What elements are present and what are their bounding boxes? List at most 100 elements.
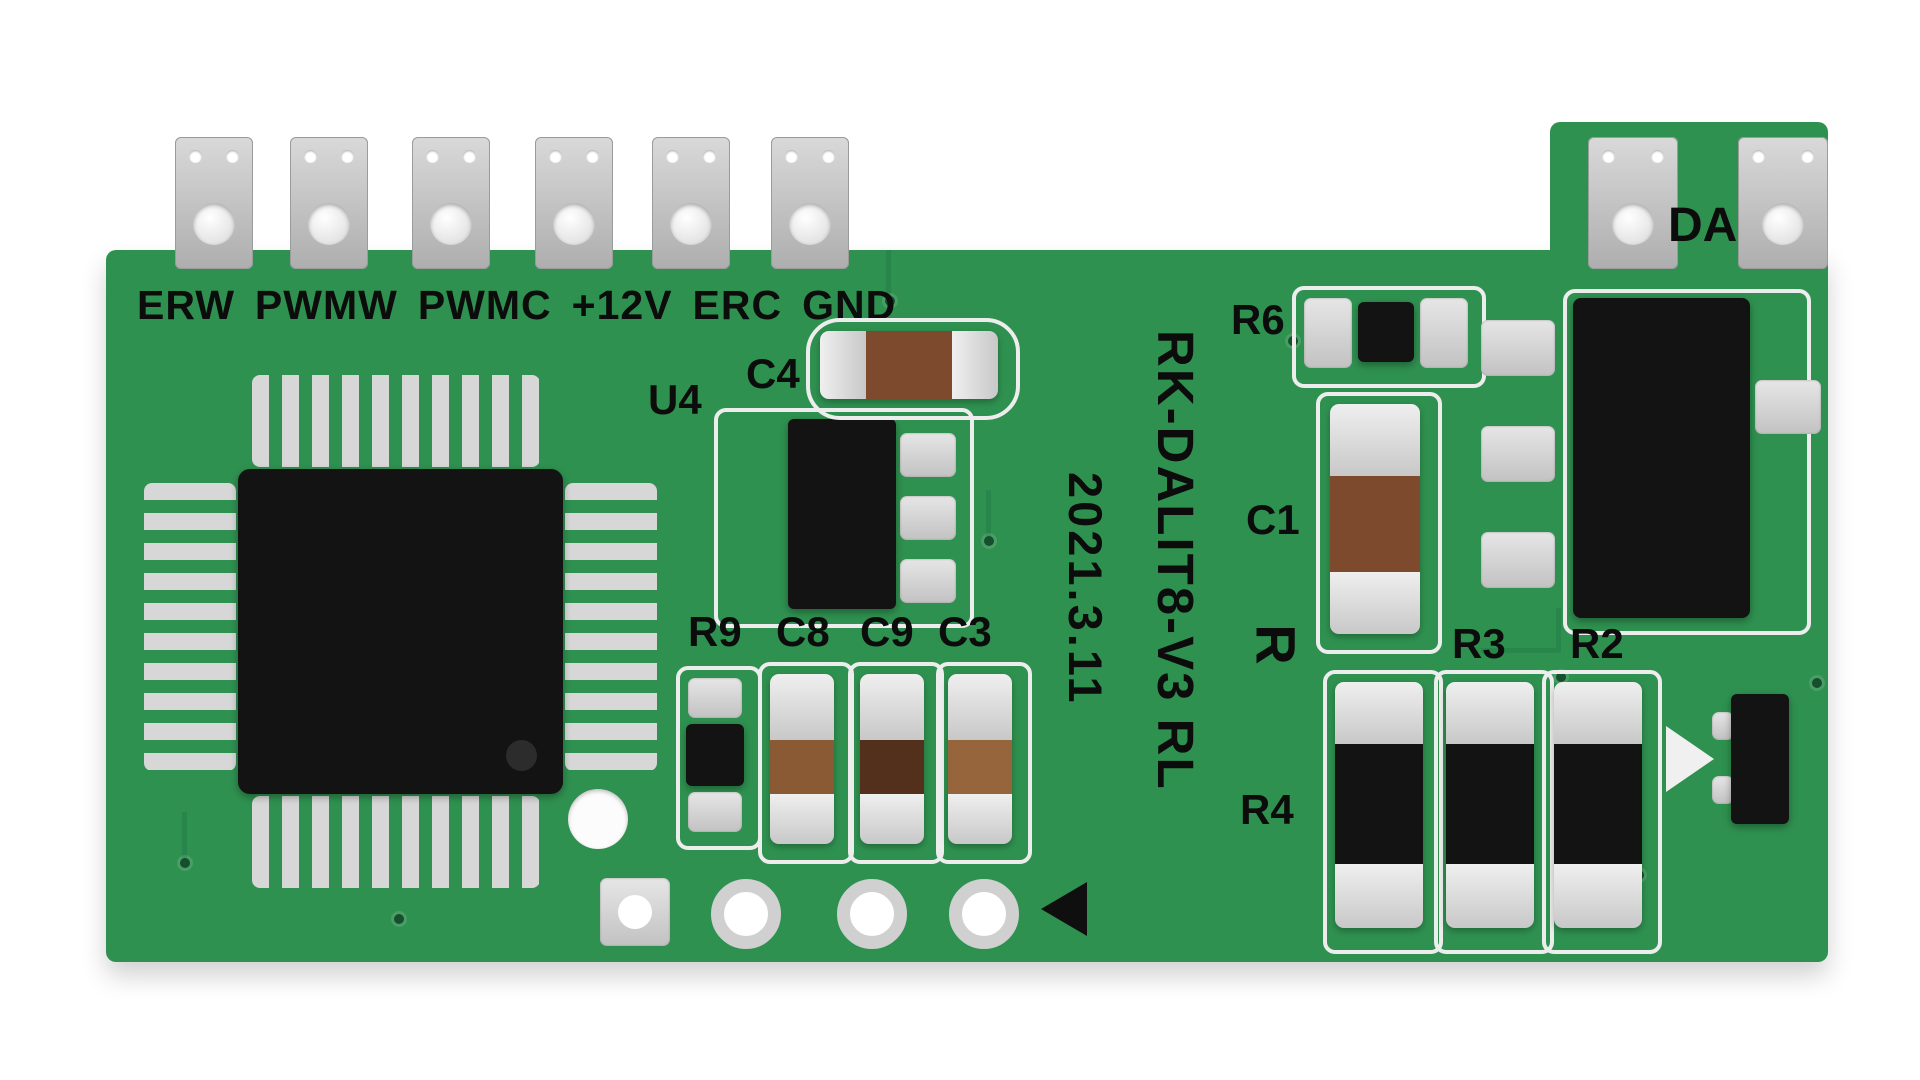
resistor-body xyxy=(1446,744,1534,864)
connector-hole xyxy=(1612,203,1654,245)
capacitor-terminal xyxy=(1330,404,1420,476)
connector-tab-da-right xyxy=(1738,137,1828,269)
small-component-body xyxy=(1731,694,1789,824)
label-u4: U4 xyxy=(648,376,702,423)
label-c1: C1 xyxy=(1246,496,1300,543)
silkscreen-c4 xyxy=(806,318,1020,420)
connector-tab-12v xyxy=(535,137,613,269)
capacitor-c3 xyxy=(948,674,1012,844)
connector-hole xyxy=(789,203,831,245)
regulator-pad xyxy=(1481,532,1555,588)
connector-label-pwmc: PWMC xyxy=(417,282,552,328)
resistor-r2 xyxy=(1554,682,1642,928)
connector-tab-da-left xyxy=(1588,137,1678,269)
connector-hole xyxy=(1762,203,1804,245)
capacitor-body xyxy=(770,740,834,794)
resistor-terminal xyxy=(1554,864,1642,928)
connector-hole xyxy=(1602,150,1615,163)
regulator-pad xyxy=(1481,320,1555,376)
label-r: R xyxy=(1244,624,1308,665)
connector-label-da: DA xyxy=(1668,199,1738,252)
round-pad xyxy=(949,879,1019,949)
capacitor-terminal xyxy=(948,674,1012,740)
qfp-pin1-dot xyxy=(506,740,537,771)
label-r2: R2 xyxy=(1570,620,1624,667)
label-r4: R4 xyxy=(1240,786,1294,833)
u4-body xyxy=(788,419,896,609)
capacitor-body xyxy=(866,331,952,399)
connector-hole xyxy=(666,150,679,163)
u4-pad xyxy=(900,433,956,477)
qfp-pins-bottom xyxy=(252,796,540,888)
connector-tab-pwmc xyxy=(412,137,490,269)
capacitor-terminal xyxy=(952,331,998,399)
connector-hole xyxy=(785,150,798,163)
resistor-terminal xyxy=(1446,864,1534,928)
copper-trace xyxy=(986,490,991,538)
connector-hole xyxy=(586,150,599,163)
silkscreen-c9 xyxy=(848,662,944,864)
connector-tab-erw xyxy=(175,137,253,269)
qfp-chip-body xyxy=(238,469,563,794)
capacitor-terminal xyxy=(770,794,834,844)
connector-hole xyxy=(308,203,350,245)
connector-tab-pwmw xyxy=(290,137,368,269)
orientation-arrow xyxy=(1041,882,1087,936)
capacitor-terminal xyxy=(1330,572,1420,634)
label-c4: C4 xyxy=(746,350,800,397)
regulator-tab xyxy=(1755,380,1821,434)
silkscreen-r3 xyxy=(1434,670,1554,954)
resistor-terminal xyxy=(1554,682,1642,744)
silkscreen-regulator xyxy=(1563,289,1811,635)
connector-hole xyxy=(670,203,712,245)
small-component-pad xyxy=(1712,712,1734,740)
capacitor-body xyxy=(860,740,924,794)
r9-pad xyxy=(688,678,742,718)
silkscreen-c3 xyxy=(936,662,1032,864)
resistor-r3 xyxy=(1446,682,1534,928)
connector-hole xyxy=(1752,150,1765,163)
r6-pad xyxy=(1420,298,1468,368)
label-r6: R6 xyxy=(1231,296,1285,343)
label-c8: C8 xyxy=(776,608,830,655)
capacitor-body xyxy=(948,740,1012,794)
r9-pad xyxy=(688,792,742,832)
copper-trace xyxy=(182,812,187,860)
regulator-pad xyxy=(1481,426,1555,482)
round-pad xyxy=(837,879,907,949)
connector-tab-erc xyxy=(652,137,730,269)
u4-pad xyxy=(900,559,956,603)
qfp-pins-right xyxy=(565,483,657,771)
connector-label-erw: ERW xyxy=(137,282,235,328)
capacitor-terminal xyxy=(948,794,1012,844)
via xyxy=(1812,678,1822,688)
resistor-terminal xyxy=(1335,864,1423,928)
connector-hole xyxy=(553,203,595,245)
square-pad xyxy=(600,878,670,946)
round-pad xyxy=(711,879,781,949)
capacitor-terminal xyxy=(820,331,866,399)
silkscreen-c1 xyxy=(1316,392,1442,654)
connector-hole xyxy=(703,150,716,163)
via xyxy=(180,858,190,868)
connector-hole xyxy=(1801,150,1814,163)
copper-trace xyxy=(1556,608,1561,652)
resistor-r6-body xyxy=(1358,302,1414,362)
qfp-pins-left xyxy=(144,483,236,771)
connector-label-12v: +12V xyxy=(571,282,673,328)
capacitor-c8 xyxy=(770,674,834,844)
connector-hole xyxy=(226,150,239,163)
qfp-pins-top xyxy=(252,375,540,467)
capacitor-terminal xyxy=(860,794,924,844)
resistor-terminal xyxy=(1335,682,1423,744)
connector-hole xyxy=(549,150,562,163)
copper-trace xyxy=(886,250,891,298)
u4-pad xyxy=(900,496,956,540)
copper-trace xyxy=(1481,648,1559,653)
small-component-pad xyxy=(1712,776,1734,804)
capacitor-c9 xyxy=(860,674,924,844)
silkscreen-u4 xyxy=(714,408,974,628)
capacitor-body xyxy=(1330,476,1420,572)
silkscreen-c8 xyxy=(758,662,854,864)
connector-hole xyxy=(430,203,472,245)
